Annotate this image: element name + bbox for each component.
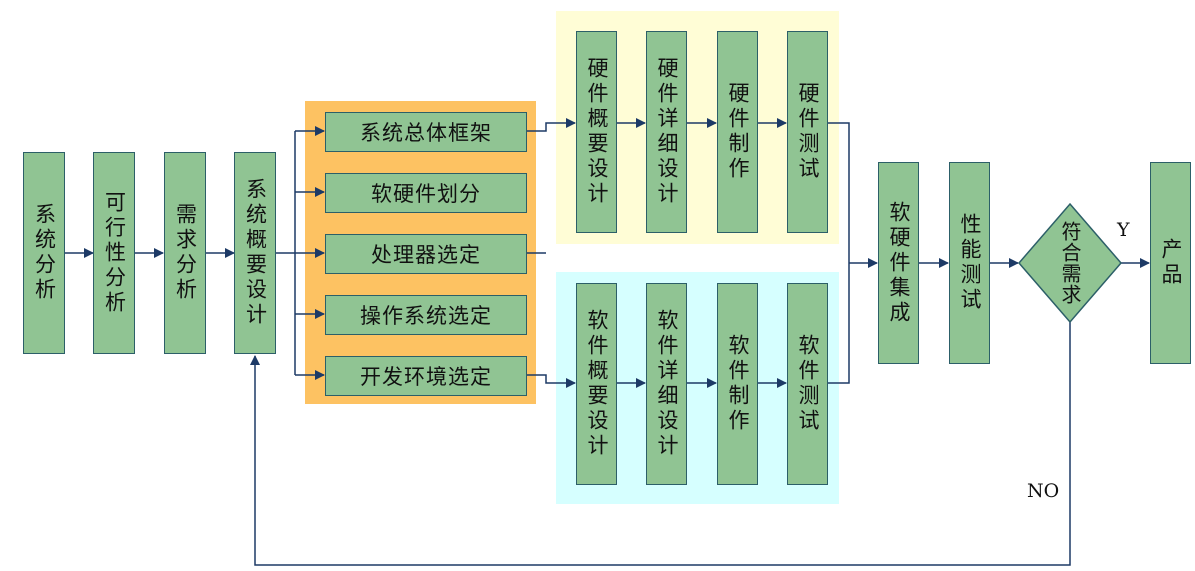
arrow-to-hw-outline <box>526 118 576 132</box>
node-hw-fabrication: 硬件制作 <box>717 31 758 233</box>
arrow-to-sw-outline <box>526 374 576 388</box>
node-architecture: 系统总体框架 <box>325 112 527 152</box>
no-label: NO <box>1027 480 1060 502</box>
merge-lines <box>828 122 850 384</box>
yes-label: Y <box>1117 219 1130 241</box>
node-performance-test: 性能测试 <box>949 162 990 364</box>
node-feasibility-analysis: 可行性分析 <box>93 152 135 354</box>
node-os-selection: 操作系统选定 <box>325 295 527 335</box>
node-sw-fabrication: 软件制作 <box>717 283 758 485</box>
node-sw-detail-design: 软件详细设计 <box>646 283 687 485</box>
node-system-outline-design: 系统概要设计 <box>234 152 276 354</box>
node-hw-test: 硬件测试 <box>787 31 828 233</box>
decision-label: 符合需求 <box>1058 221 1082 305</box>
node-hw-outline-design: 硬件概要设计 <box>576 31 617 233</box>
node-sw-outline-design: 软件概要设计 <box>576 283 617 485</box>
feedback-loop <box>250 322 1071 566</box>
node-hw-detail-design: 硬件详细设计 <box>646 31 687 233</box>
node-product: 产品 <box>1150 162 1191 364</box>
decision-diamond <box>1018 202 1122 324</box>
node-processor-selection: 处理器选定 <box>325 234 527 274</box>
node-system-analysis: 系统分析 <box>23 152 65 354</box>
node-hw-sw-partition: 软硬件划分 <box>325 173 527 213</box>
node-hw-sw-integration: 软硬件集成 <box>878 162 919 364</box>
node-sw-test: 软件测试 <box>787 283 828 485</box>
node-dev-env-selection: 开发环境选定 <box>325 356 527 396</box>
node-requirement-analysis: 需求分析 <box>164 152 206 354</box>
